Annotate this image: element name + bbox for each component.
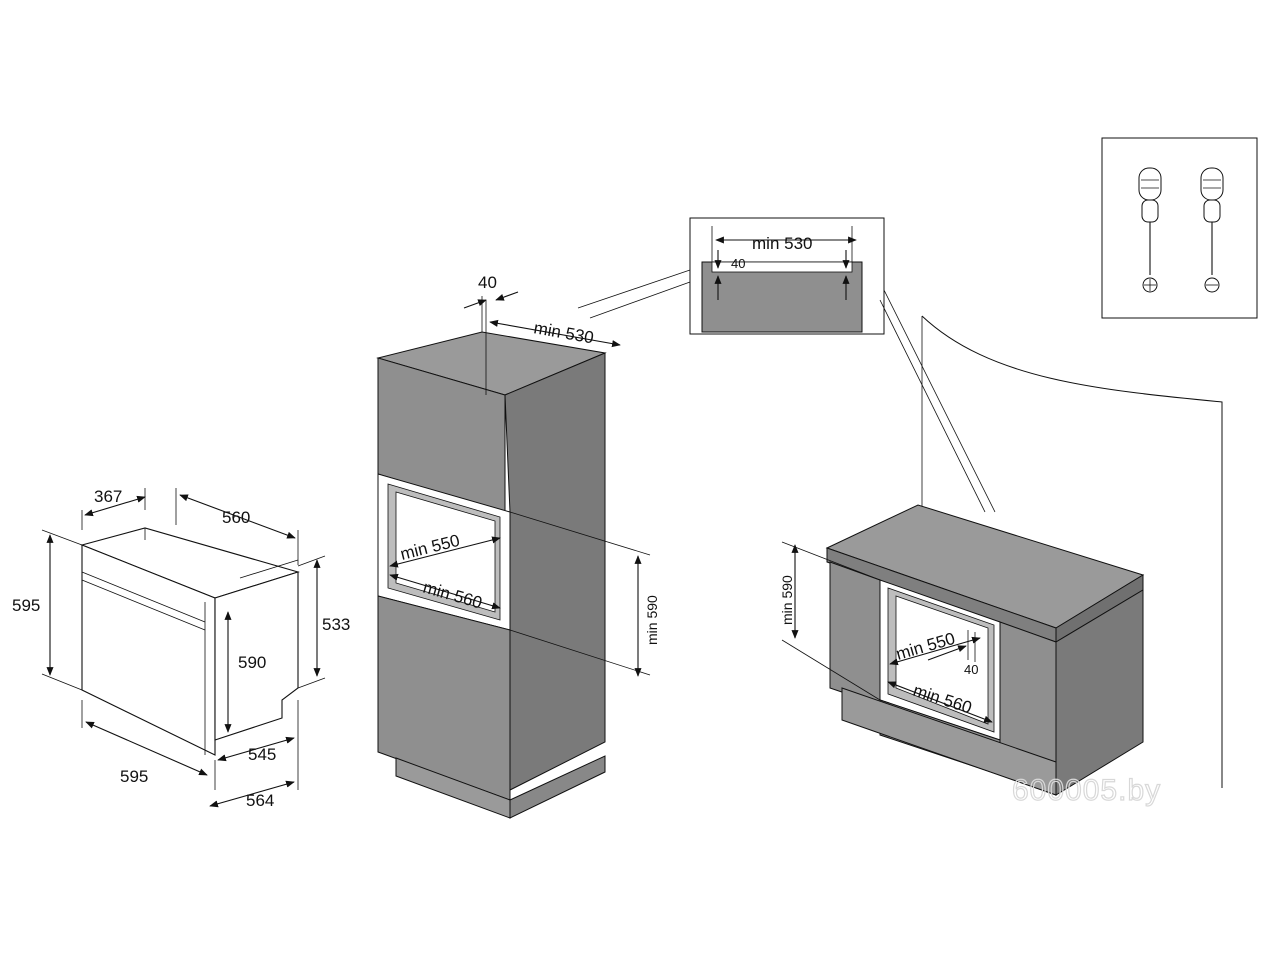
detail-min530: min 530 [752, 234, 812, 253]
oven-drawing: 367 560 595 533 590 595 545 564 [12, 487, 350, 810]
screwdriver-flat-icon [1200, 167, 1224, 293]
column-drawing: 40 min 530 min 550 min 560 min 590 [376, 269, 691, 819]
dim-367: 367 [94, 487, 122, 506]
counter-drawing: min 590 min 550 40 min 560 [779, 289, 1223, 796]
detail-callout: min 530 40 [689, 217, 885, 335]
tools-box [1101, 137, 1258, 319]
dim-column-min590: min 590 [644, 595, 660, 645]
dim-column-40: 40 [478, 273, 497, 292]
watermark: 600005.by [1012, 774, 1161, 807]
dim-590-inner: 590 [238, 653, 266, 672]
dim-counter-min590: min 590 [779, 575, 795, 625]
oven-front [81, 544, 216, 756]
dim-560: 560 [222, 508, 250, 527]
dim-counter-40: 40 [964, 662, 978, 677]
dim-595-width: 595 [120, 767, 148, 786]
dim-595-height: 595 [12, 596, 40, 615]
detail-40: 40 [731, 256, 745, 271]
dim-533: 533 [322, 615, 350, 634]
dim-564: 564 [246, 791, 274, 810]
dim-545: 545 [248, 745, 276, 764]
oven-side [214, 571, 299, 741]
screwdriver-cross-icon [1138, 167, 1162, 293]
column-side [504, 352, 606, 791]
